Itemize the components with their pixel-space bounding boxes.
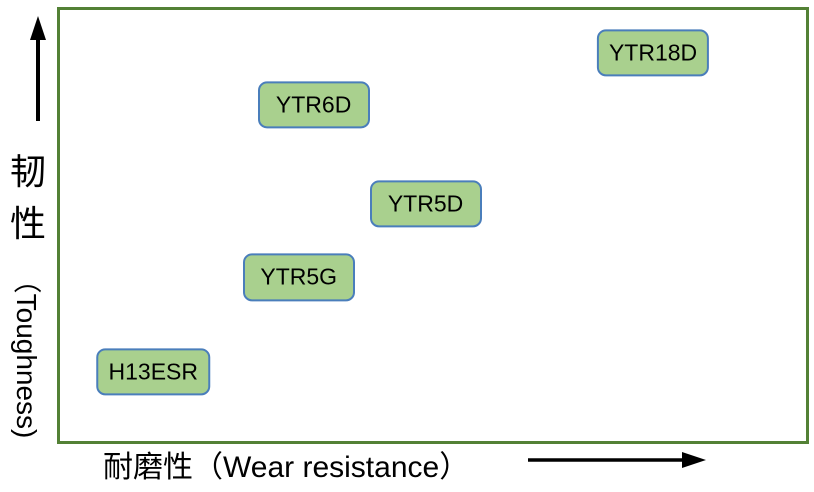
grade-box-YTR5D: YTR5D — [369, 180, 482, 228]
y-axis: 韧性 （Toughness) — [0, 16, 56, 456]
x-axis-label: 耐磨性（Wear resistance） — [103, 451, 470, 484]
grade-box-YTR5G: YTR5G — [242, 253, 355, 301]
up-arrow-icon — [30, 16, 46, 121]
y-axis-label-cjk: 韧性 — [10, 151, 47, 245]
grade-box-H13ESR: H13ESR — [96, 348, 210, 396]
y-axis-label-latin: （Toughness) — [11, 265, 42, 439]
right-arrow-icon — [528, 452, 706, 468]
grade-box-YTR18D: YTR18D — [596, 29, 710, 77]
y-axis-label: 韧性 （Toughness) — [0, 146, 56, 448]
plot-area: H13ESR YTR5G YTR5D YTR6D YTR18D — [57, 7, 809, 444]
grade-box-YTR6D: YTR6D — [257, 81, 370, 129]
